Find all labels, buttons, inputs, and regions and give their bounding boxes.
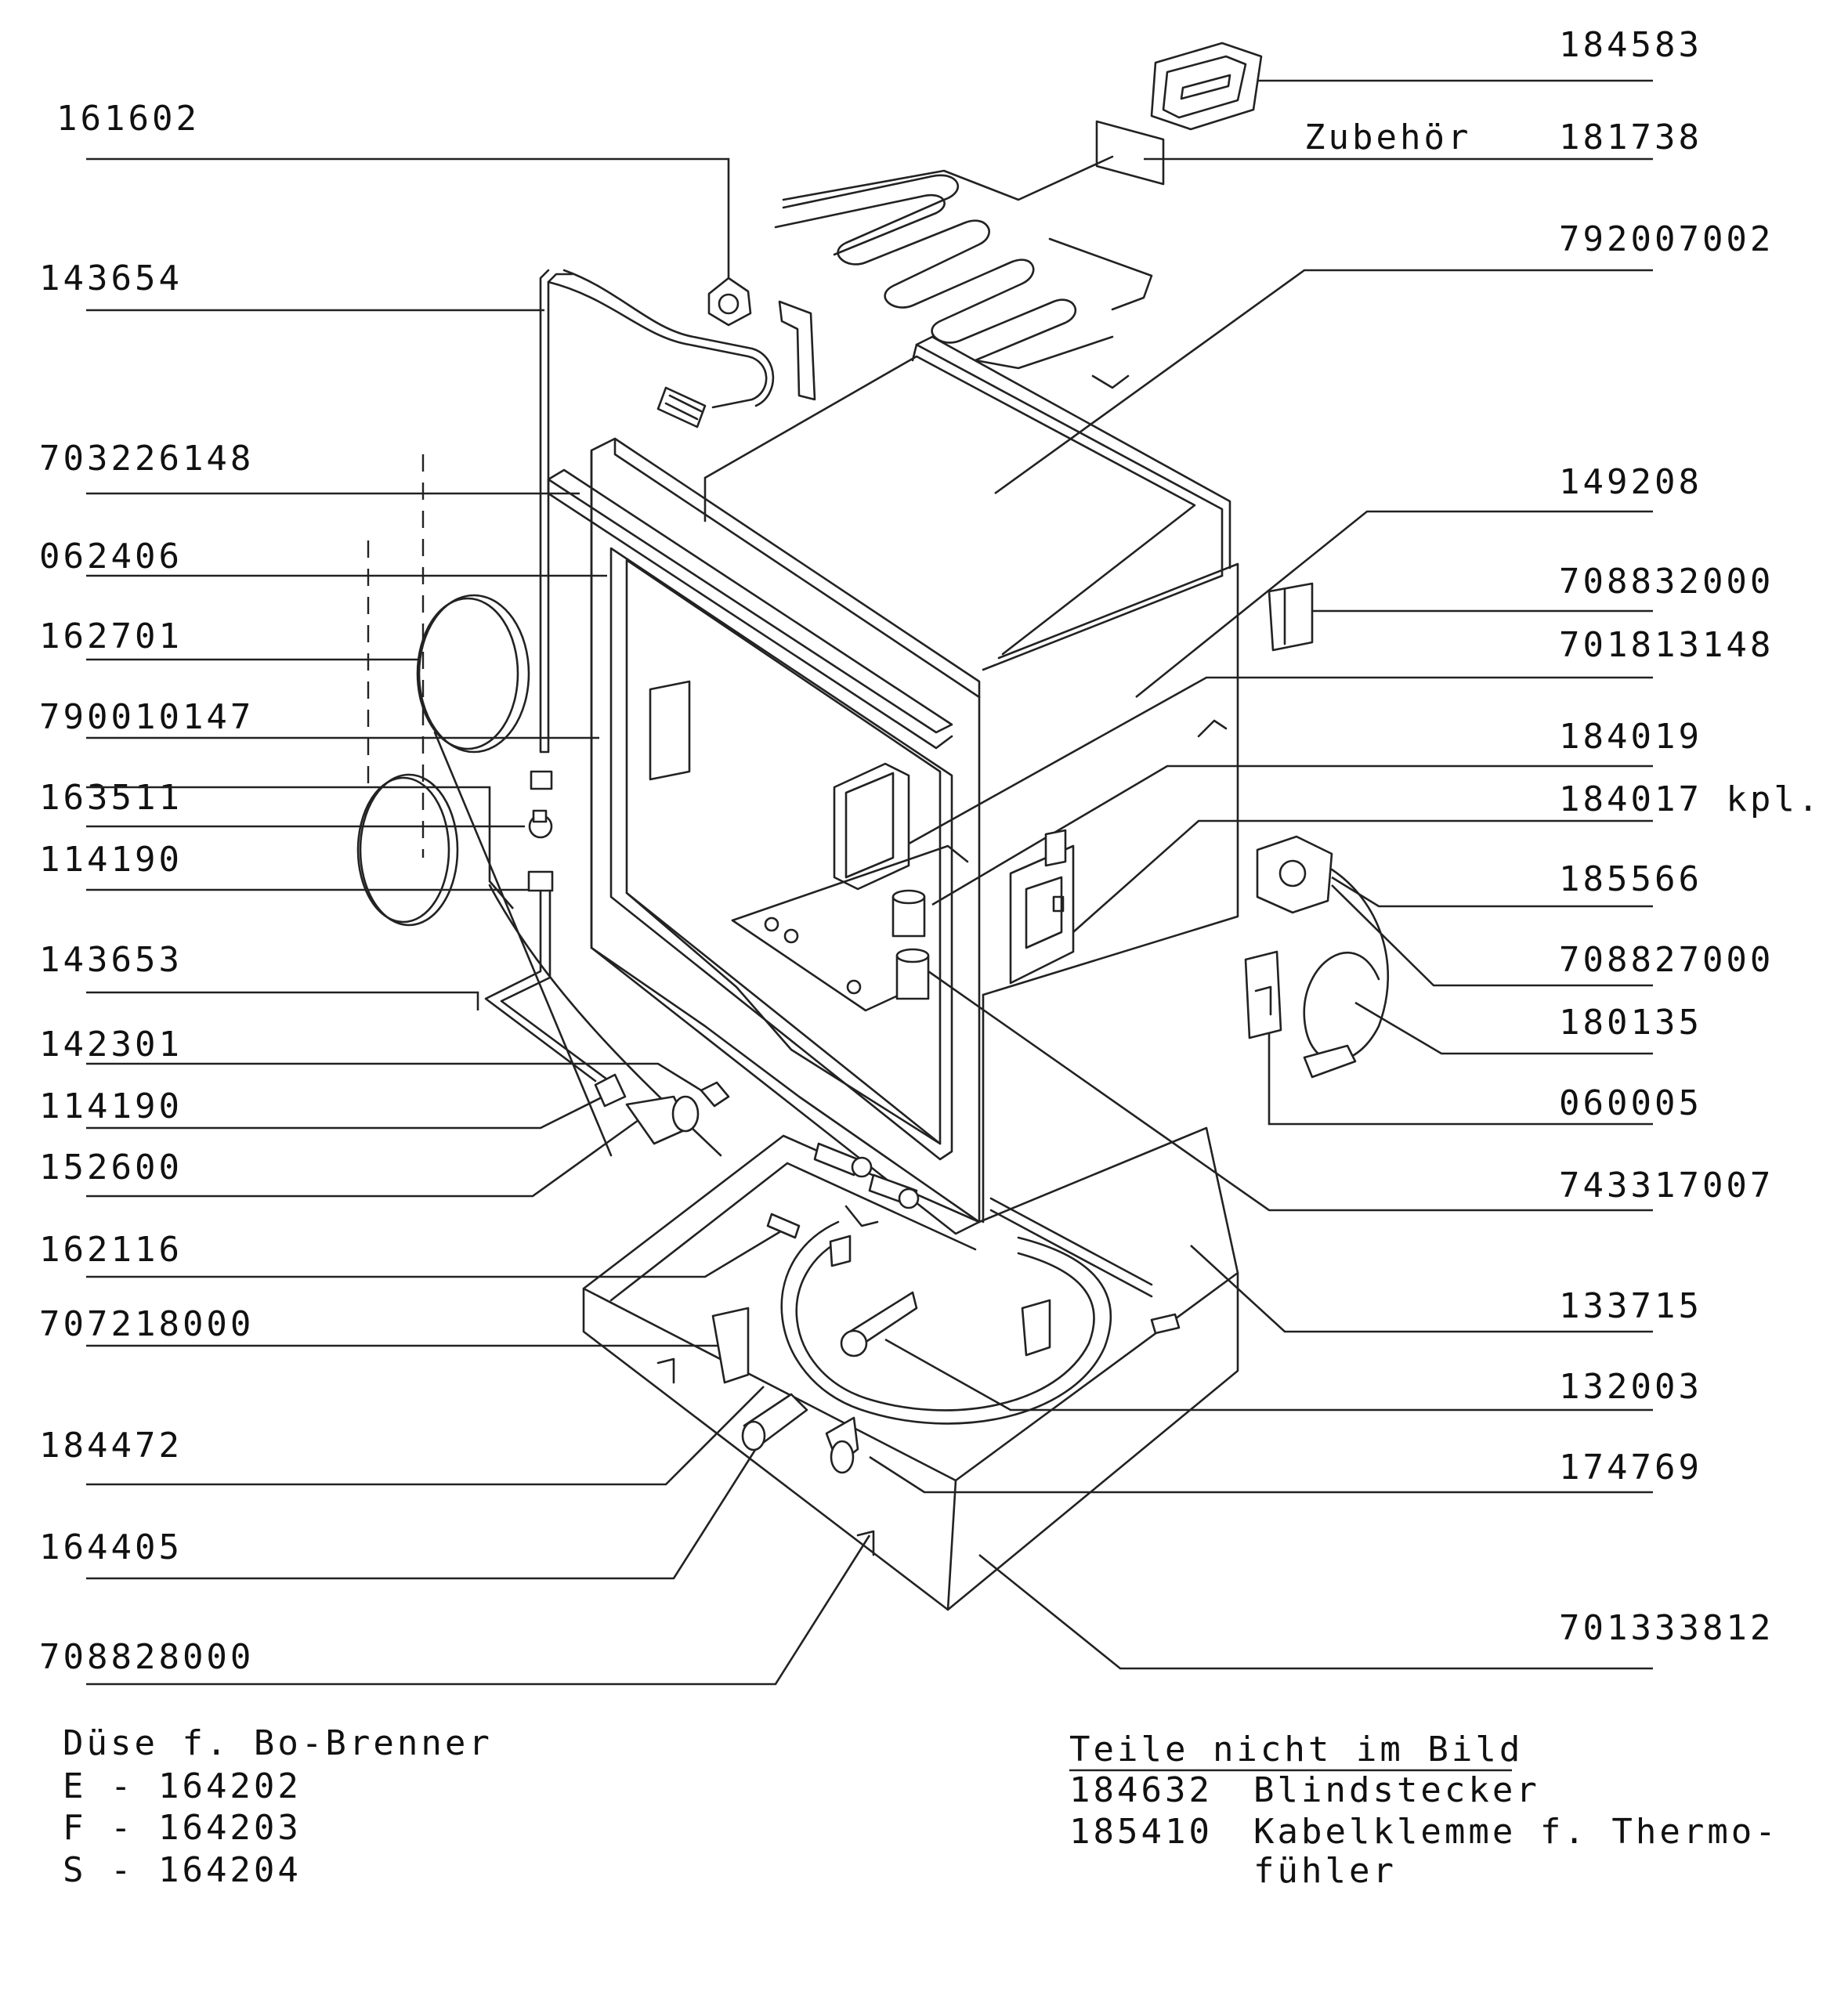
part-front-frame [547, 437, 981, 1235]
label-707218000: 707218000 [39, 1304, 254, 1344]
label-184017-kpl: 184017 kpl. [1559, 779, 1821, 819]
nozzle-note-line-e: E - 164202 [63, 1766, 302, 1806]
label-790010147: 790010147 [39, 697, 254, 737]
label-143654: 143654 [39, 258, 183, 298]
part-792007002-cabinet [703, 335, 1239, 1224]
label-143653: 143653 [39, 940, 183, 980]
label-184019: 184019 [1559, 717, 1702, 757]
label-708832000: 708832000 [1559, 562, 1774, 602]
part-162701-gasket [356, 594, 530, 927]
part-708832000-clip [1268, 582, 1314, 652]
part-185566-thermostat [1256, 835, 1390, 1079]
right-leader-lines [869, 79, 1653, 1670]
label-701333812: 701333812 [1559, 1608, 1774, 1648]
label-149208: 149208 [1559, 462, 1702, 502]
not-pictured-number-2: 185410 [1069, 1812, 1213, 1852]
not-pictured-number-1: 184632 [1069, 1770, 1213, 1810]
part-184019-switch [731, 762, 969, 1012]
label-703226148: 703226148 [39, 439, 254, 479]
part-161602-thermostat [707, 277, 752, 327]
dashed-guides [367, 454, 425, 858]
label-181738: 181738 [1559, 117, 1702, 157]
not-pictured-desc-3: fühler [1253, 1851, 1397, 1891]
part-bracket-top [778, 300, 816, 401]
label-701813148: 701813148 [1559, 625, 1774, 665]
label-163511: 163511 [39, 778, 183, 818]
label-152600: 152600 [39, 1148, 183, 1187]
part-743317007-cylinder [891, 889, 930, 1000]
part-184017-assembly [1009, 829, 1075, 985]
left-leader-lines [86, 157, 871, 1686]
label-zubehoer: Zubehör [1304, 117, 1471, 157]
label-185566: 185566 [1559, 859, 1702, 899]
label-060005: 060005 [1559, 1083, 1702, 1123]
label-114190-b: 114190 [39, 1086, 183, 1126]
label-708828000: 708828000 [39, 1637, 254, 1677]
label-161602: 161602 [56, 99, 200, 139]
part-181738-grill-element [774, 120, 1165, 389]
part-burner-ring [741, 1220, 1112, 1474]
label-184583: 184583 [1559, 25, 1702, 65]
label-174769: 174769 [1559, 1448, 1702, 1488]
label-132003: 132003 [1559, 1367, 1702, 1407]
not-pictured-desc-1: Blindstecker [1253, 1770, 1540, 1810]
part-fittings [433, 731, 722, 1157]
not-pictured-list: Teile nicht im Bild 184632 Blindstecker … [1069, 1730, 1779, 1891]
not-pictured-title: Teile nicht im Bild [1069, 1730, 1523, 1769]
label-162116: 162116 [39, 1230, 183, 1270]
part-184583-module [1150, 42, 1263, 131]
part-elbow-nut [594, 1073, 730, 1145]
label-708827000: 708827000 [1559, 940, 1774, 980]
label-114190-a: 114190 [39, 840, 183, 880]
label-162701: 162701 [39, 616, 183, 656]
part-143654-gas-pipe [539, 269, 775, 754]
nozzle-note-line-f: F - 164203 [63, 1808, 302, 1848]
label-142301: 142301 [39, 1025, 183, 1065]
nozzle-note-line-s: S - 164204 [63, 1850, 302, 1890]
not-pictured-desc-2: Kabelklemme f. Thermo- [1253, 1812, 1779, 1852]
label-180135: 180135 [1559, 1003, 1702, 1043]
label-184472: 184472 [39, 1426, 183, 1466]
right-labels: 184583 Zubehör 181738 792007002 149208 7… [1304, 25, 1821, 1648]
label-164405: 164405 [39, 1527, 183, 1567]
label-133715: 133715 [1559, 1286, 1702, 1326]
left-labels: 161602 143654 703226148 062406 162701 79… [39, 99, 254, 1677]
part-ignition [766, 1142, 920, 1267]
part-701333812-base-tray [582, 1126, 1239, 1611]
part-060005-bracket [1244, 950, 1282, 1039]
label-743317007: 743317007 [1559, 1166, 1774, 1206]
nozzle-note-title: Düse f. Bo-Brenner [63, 1723, 493, 1763]
label-792007002: 792007002 [1559, 219, 1774, 259]
nozzle-note: Düse f. Bo-Brenner E - 164202 F - 164203… [63, 1723, 493, 1890]
label-062406: 062406 [39, 537, 183, 577]
